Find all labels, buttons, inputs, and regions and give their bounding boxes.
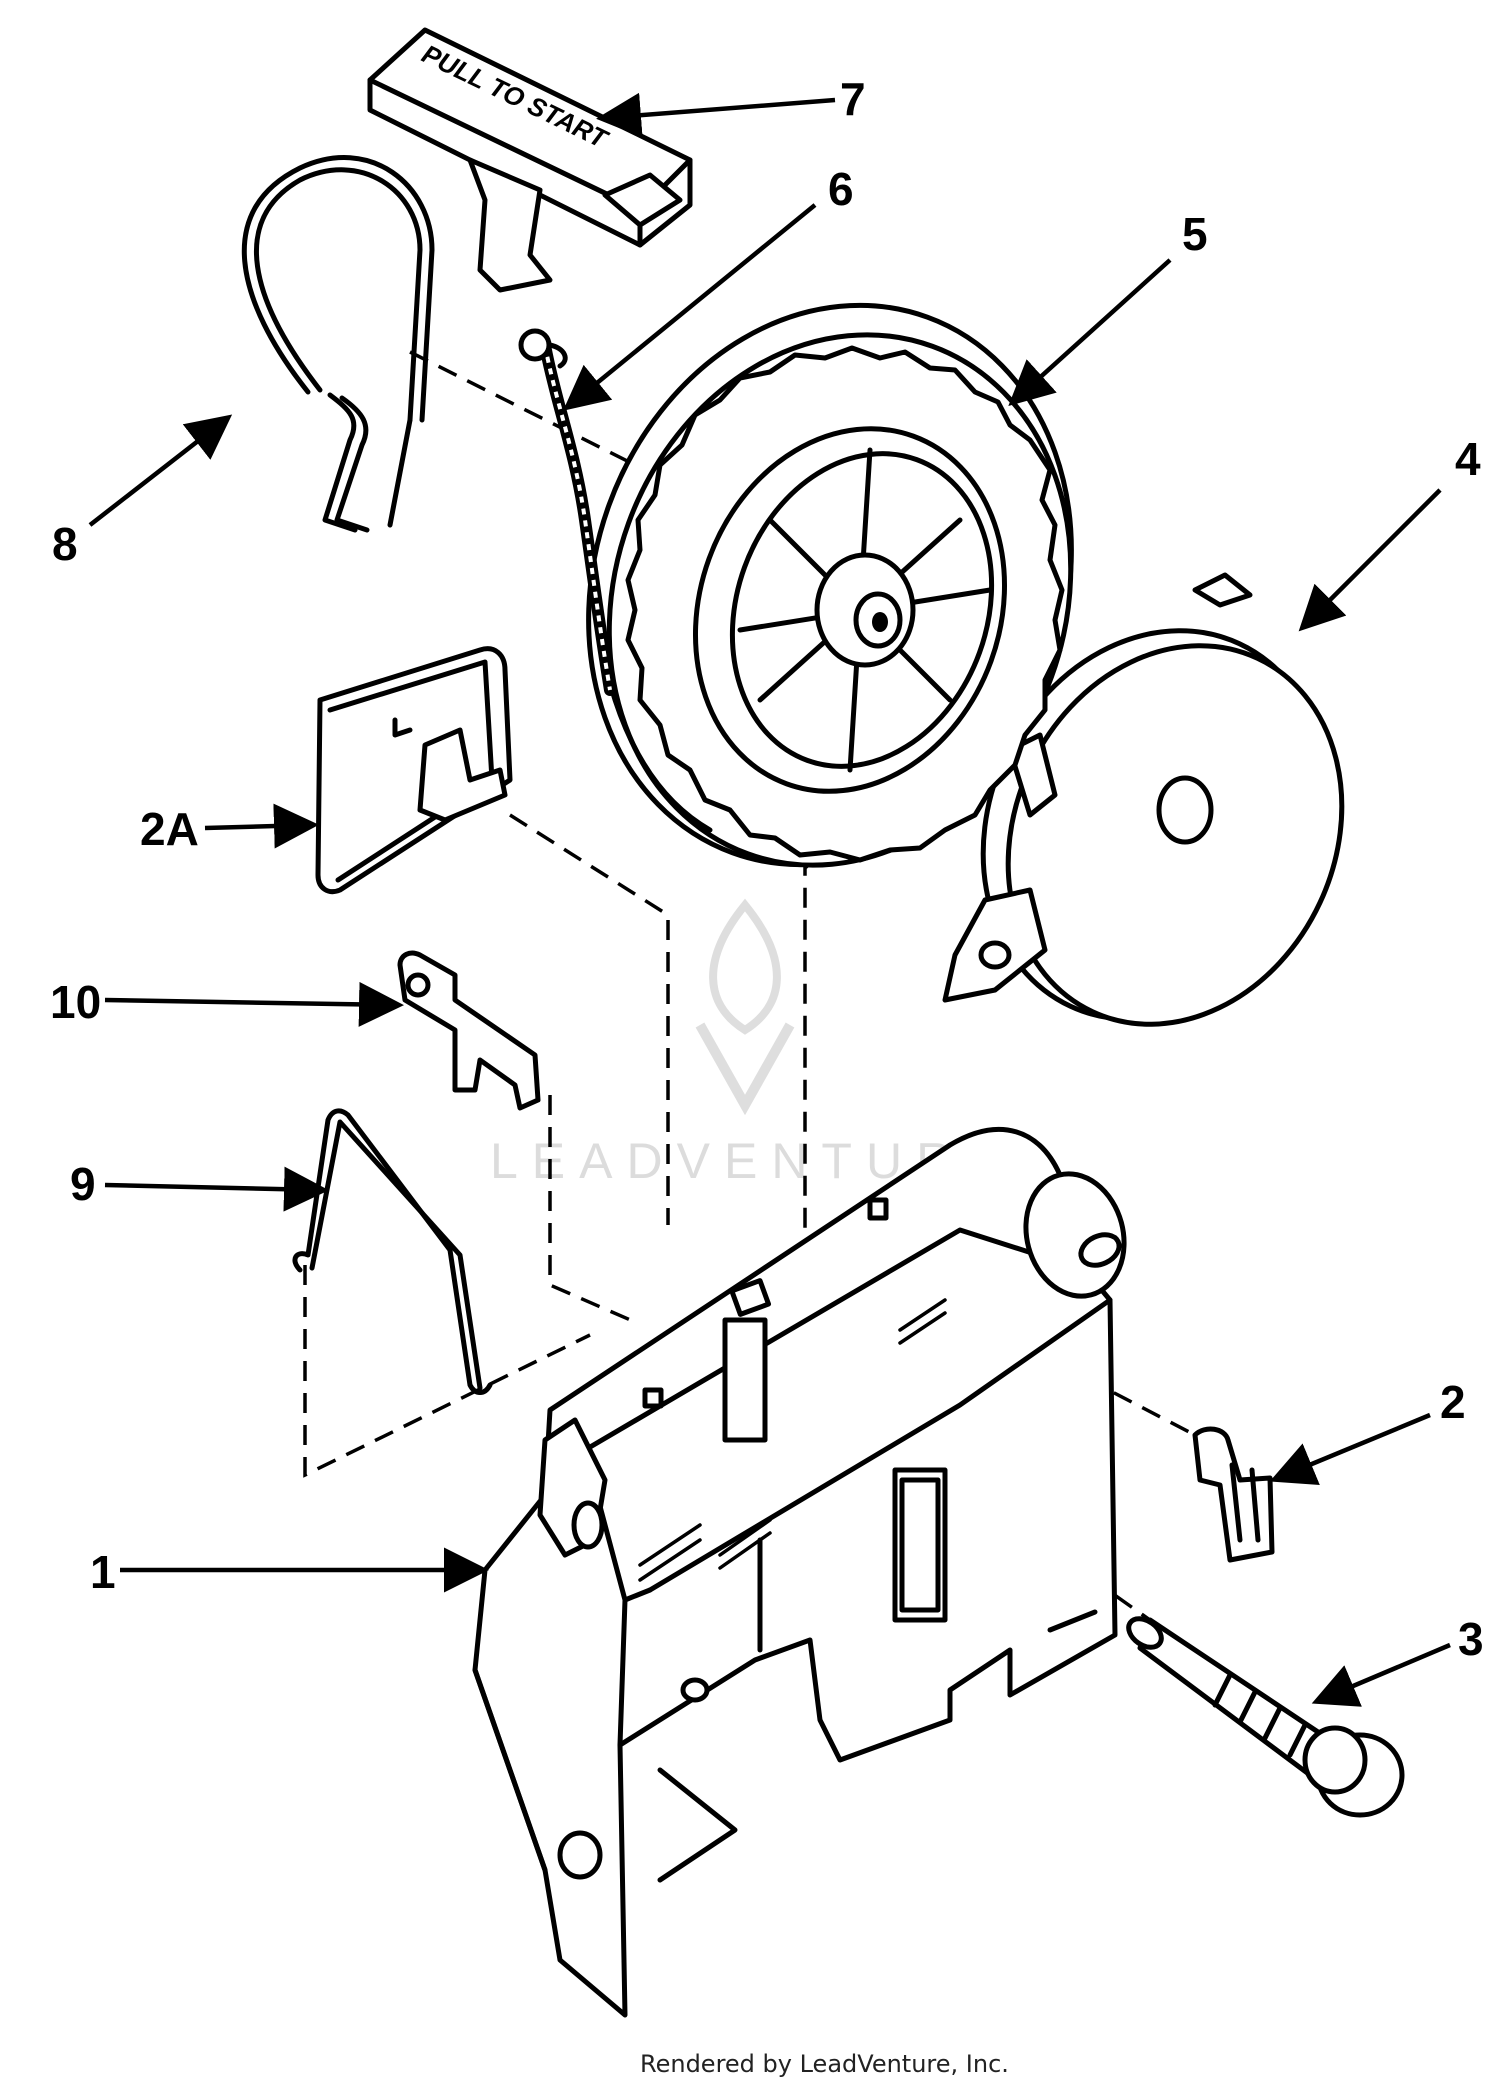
pulley-part-5 bbox=[586, 302, 1074, 868]
callout-4: 4 bbox=[1455, 433, 1481, 485]
starter-bracket bbox=[472, 1127, 1127, 2018]
callout-leaders bbox=[88, 92, 1451, 1707]
wire-clip-part-9 bbox=[292, 1108, 493, 1395]
callout-labels: 7 6 5 4 8 2A 10 9 1 2 3 bbox=[50, 73, 1484, 1665]
callout-8: 8 bbox=[52, 518, 78, 570]
callout-1: 1 bbox=[90, 1546, 116, 1598]
cover-part-4 bbox=[942, 572, 1345, 1027]
watermark: LEADVENTURE bbox=[490, 898, 1000, 1189]
callout-2a: 2A bbox=[140, 803, 199, 855]
callout-10: 10 bbox=[50, 976, 101, 1028]
callout-2: 2 bbox=[1440, 1376, 1466, 1428]
callout-5: 5 bbox=[1182, 208, 1208, 260]
clip-part-2 bbox=[1192, 1426, 1275, 1563]
footer-credit: Rendered by LeadVenture, Inc. bbox=[640, 2050, 1009, 2078]
callout-3: 3 bbox=[1458, 1613, 1484, 1665]
callout-9: 9 bbox=[70, 1158, 96, 1210]
pin-part-3 bbox=[1126, 1616, 1405, 1818]
key-plate-part-10 bbox=[397, 950, 541, 1111]
rope-part-6 bbox=[518, 328, 616, 696]
callout-7: 7 bbox=[840, 73, 866, 125]
plate-part-2a bbox=[315, 646, 513, 895]
wire-loop-part-8 bbox=[241, 155, 435, 533]
callout-6: 6 bbox=[828, 163, 854, 215]
